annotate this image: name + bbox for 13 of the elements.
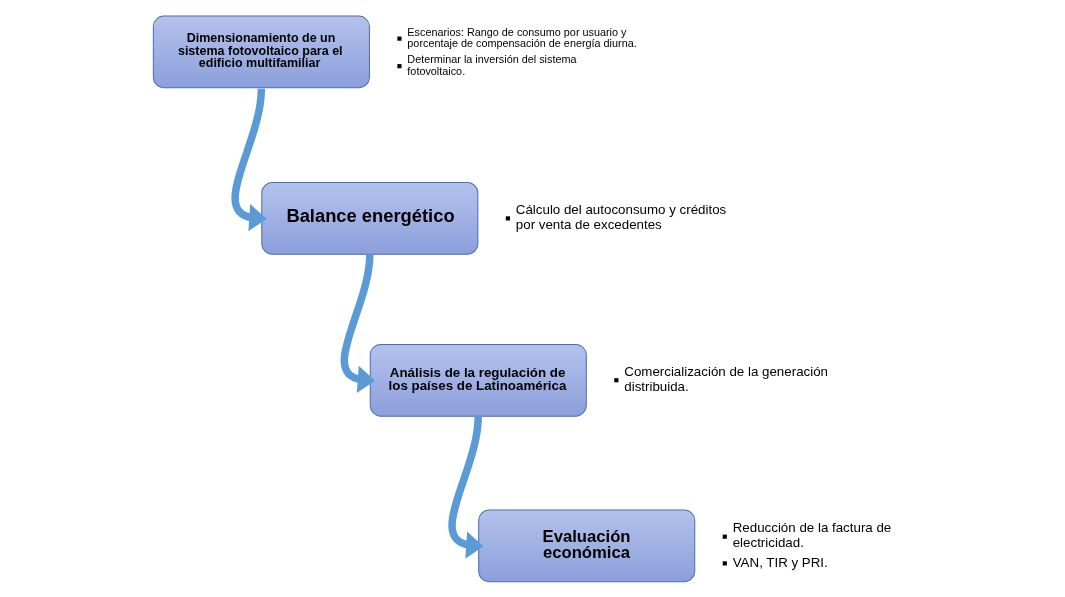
node-label: VAN, TIR y PRI. (732, 554, 828, 570)
node-label: Cálculo del autoconsumo y créditos por venta de excedentes (515, 202, 727, 233)
node-label: Reducción de la factura de electricidad. (732, 520, 892, 551)
node-label: Comercialización de la generación distribuida. (624, 363, 829, 394)
arrow (340, 254, 376, 394)
node-box: Dimensionamiento de un sistema fotovoltaico para el edificio multifamiliar (152, 15, 370, 89)
node-box: Balance energético (261, 182, 479, 255)
arrow (231, 88, 267, 232)
node-box: Evaluación económica (478, 509, 696, 583)
node-label: Escenarios: Rango de consumo por usuario y porcentaje de compensación de energía diurna. (407, 25, 637, 50)
node-label: Determinar la inversión del sistema fotovoltaico. (407, 53, 577, 77)
arrow (448, 415, 484, 559)
node-box: Análisis de la regulación de los países de Latinoamérica (369, 343, 587, 417)
